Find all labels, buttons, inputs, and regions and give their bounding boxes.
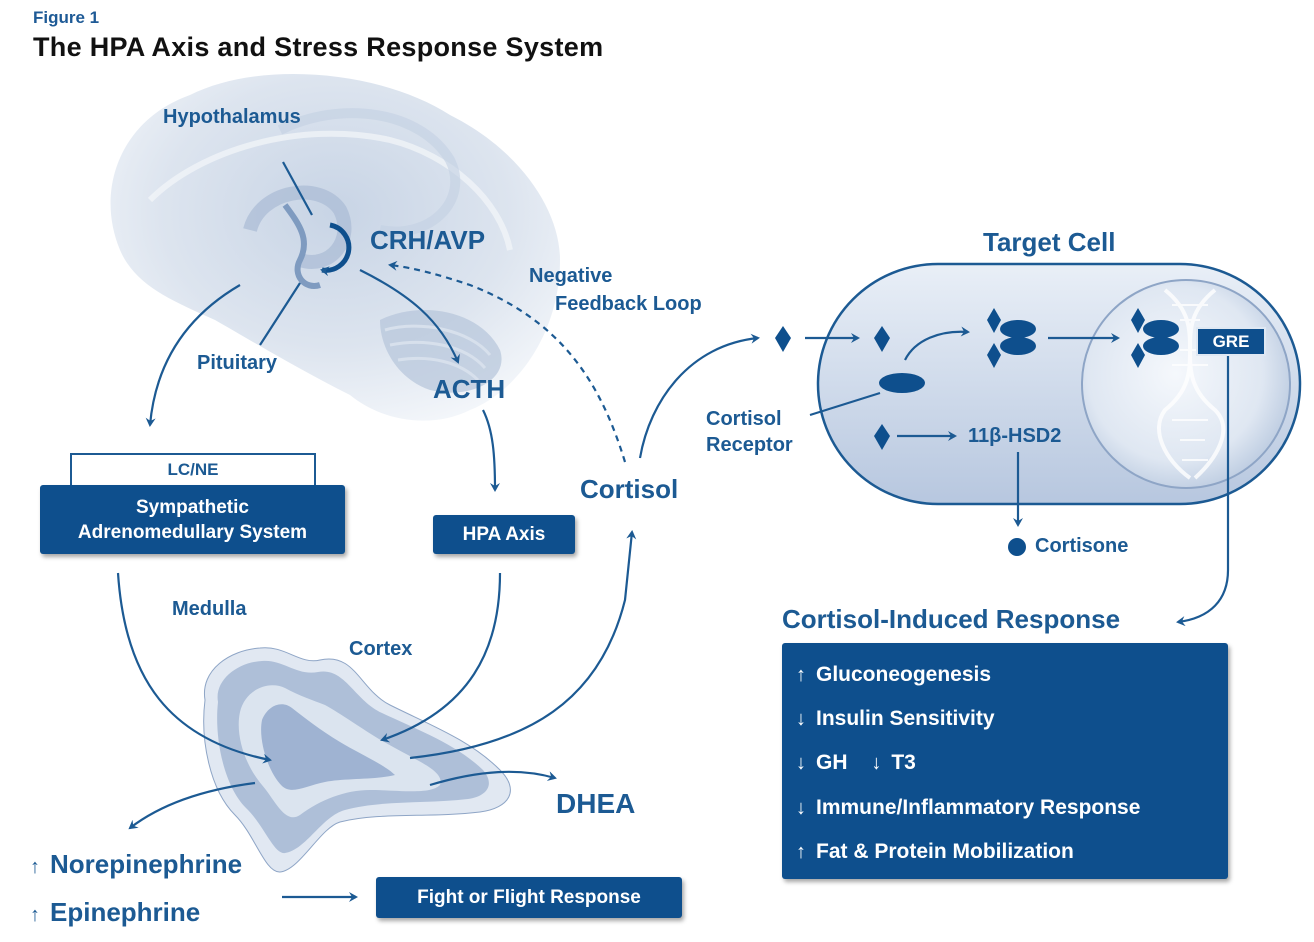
down-arrow-icon: ↓	[796, 797, 806, 819]
receptor-icon	[879, 320, 1179, 393]
response-box: ↑ Gluconeogenesis ↓ Insulin Sensitivity ↓ G…	[782, 643, 1228, 879]
response-item: ↓ GH ↓ T3	[796, 751, 916, 775]
response-item: ↑ Gluconeogenesis	[796, 663, 991, 687]
connector-arrows	[116, 161, 1230, 902]
response-item: ↓ Immune/Inflammatory Response	[796, 796, 1140, 820]
brain-illustration	[110, 73, 560, 421]
target-cell-title: Target Cell	[983, 227, 1116, 257]
cortisol-receptor-label-line2: Receptor	[706, 434, 793, 456]
negative-feedback-label-line2: Feedback Loop	[555, 293, 702, 315]
sympathetic-line1: Sympathetic	[136, 496, 249, 518]
response-item-label: GH	[816, 751, 848, 774]
cortisol-diamond-icon	[775, 308, 1145, 450]
norepinephrine-label: Norepinephrine	[50, 849, 243, 879]
cortisone-dot-icon	[1008, 538, 1026, 556]
figure-label: Figure 1	[33, 8, 100, 27]
response-item-label: Insulin Sensitivity	[816, 707, 995, 730]
sympathetic-adrenomedullary-box: Sympathetic Adrenomedullary System	[40, 485, 345, 554]
lc-ne-box: LC/NE	[70, 453, 316, 485]
enzyme-label: 11β-HSD2	[968, 425, 1062, 447]
norepinephrine-item: ↑ Norepinephrine	[30, 849, 242, 880]
down-arrow-icon: ↓	[796, 752, 806, 774]
down-arrow-icon: ↓	[871, 752, 882, 774]
sympathetic-line2: Adrenomedullary System	[77, 521, 308, 543]
response-item-label: Immune/Inflammatory Response	[816, 796, 1141, 819]
cortisol-label: Cortisol	[580, 474, 679, 504]
up-arrow-icon: ↑	[796, 841, 806, 863]
response-item: ↑ Fat & Protein Mobilization	[796, 840, 1074, 864]
pituitary-label: Pituitary	[197, 352, 278, 374]
dhea-label: DHEA	[556, 788, 636, 819]
gre-badge: GRE	[1196, 327, 1266, 356]
response-item-label: Gluconeogenesis	[816, 663, 992, 686]
fight-or-flight-box: Fight or Flight Response	[376, 877, 682, 918]
figure-title: The HPA Axis and Stress Response System	[33, 32, 604, 62]
response-item-label: Fat & Protein Mobilization	[816, 840, 1074, 863]
response-title: Cortisol-Induced Response	[782, 604, 1121, 634]
cortex-label: Cortex	[349, 638, 413, 660]
epinephrine-label: Epinephrine	[50, 897, 201, 927]
up-arrow-icon: ↑	[796, 664, 806, 686]
response-item: ↓ Insulin Sensitivity	[796, 707, 995, 731]
cortisone-label: Cortisone	[1035, 535, 1129, 557]
down-arrow-icon: ↓	[796, 708, 806, 730]
acth-label: ACTH	[433, 374, 506, 404]
negative-feedback-label-line1: Negative	[529, 265, 613, 287]
cortisol-receptor-label-line1: Cortisol	[706, 408, 782, 430]
up-arrow-icon: ↑	[30, 904, 40, 926]
hypothalamus-label: Hypothalamus	[163, 106, 301, 128]
crh-avp-label: CRH/AVP	[370, 225, 486, 255]
adrenal-gland-illustration	[203, 647, 511, 873]
medulla-label: Medulla	[172, 598, 247, 620]
up-arrow-icon: ↑	[30, 856, 40, 878]
hpa-axis-box: HPA Axis	[433, 515, 575, 554]
response-item-label: T3	[891, 751, 916, 774]
epinephrine-item: ↑ Epinephrine	[30, 897, 200, 928]
